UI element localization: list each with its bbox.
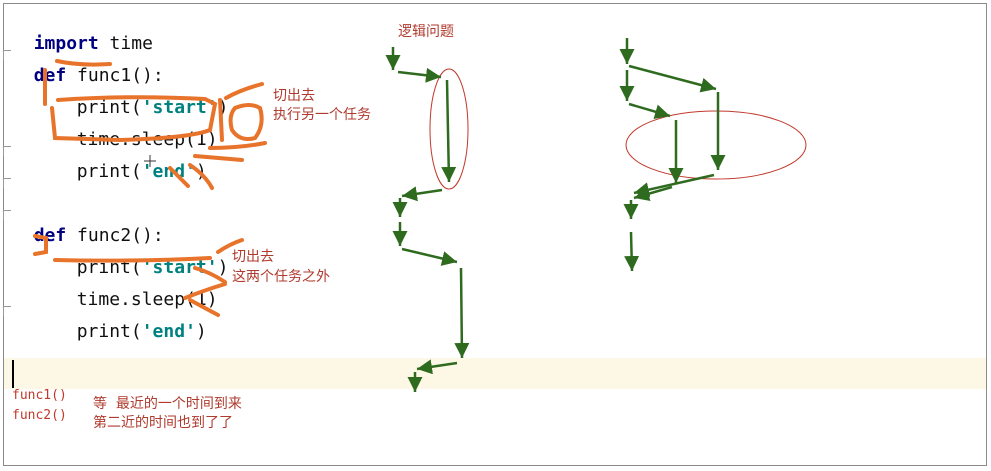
code-text: time.sleep(1) bbox=[76, 289, 218, 310]
code-text: ) bbox=[217, 97, 229, 118]
code-text: ) bbox=[217, 257, 229, 278]
code-line-def-func1[interactable]: def func1(): bbox=[12, 46, 164, 86]
flick-1 bbox=[224, 82, 264, 100]
string-literal: 'start' bbox=[141, 97, 218, 118]
code-line-func2-print-end[interactable]: print('end') bbox=[55, 302, 207, 342]
text-cursor bbox=[12, 360, 14, 388]
concurrent-flow-arrows bbox=[619, 38, 726, 272]
annotation-switch-out-2: 切出去 bbox=[232, 249, 274, 265]
flick-8 bbox=[183, 282, 227, 300]
code-line-import[interactable]: import time bbox=[12, 14, 153, 54]
annotation-logic-problem: 逻辑问题 bbox=[398, 24, 454, 40]
code-text: print( bbox=[76, 161, 142, 182]
string-literal: 'end' bbox=[141, 321, 196, 342]
flick-2 bbox=[208, 141, 267, 150]
keyword: def bbox=[33, 65, 67, 86]
sequential-flow-arrows bbox=[385, 47, 470, 392]
current-line-highlight bbox=[4, 358, 986, 389]
flick-4 bbox=[188, 163, 214, 190]
keyword: import bbox=[33, 33, 99, 54]
ellipse-sequential bbox=[429, 68, 469, 190]
fold-marker[interactable] bbox=[3, 306, 11, 316]
orange-marker-strokes bbox=[33, 59, 267, 317]
scribble-zero bbox=[228, 103, 264, 141]
fold-marker[interactable] bbox=[3, 146, 11, 156]
mouse-cursor-icon bbox=[144, 155, 156, 167]
flick-6 bbox=[216, 238, 244, 254]
underline-func1 bbox=[55, 59, 112, 67]
annotation-wait-nearest: 等 最近的一个时间到来 bbox=[93, 396, 242, 412]
code-text: print( bbox=[76, 321, 142, 342]
fold-marker[interactable] bbox=[3, 50, 11, 60]
code-text: func2(): bbox=[66, 225, 164, 246]
annotation-second-nearest: 第二近的时间也到了了 bbox=[93, 415, 233, 431]
scribble-1 bbox=[218, 98, 224, 142]
code-line-func2-sleep[interactable]: time.sleep(1) bbox=[55, 270, 218, 310]
call-func2: func2() bbox=[12, 408, 67, 423]
annotation-switch-out-1: 切出去 bbox=[273, 88, 315, 104]
keyword: def bbox=[33, 225, 67, 246]
annotation-outside-both-tasks: 这两个任务之外 bbox=[232, 269, 330, 285]
flick-7 bbox=[193, 266, 227, 284]
code-text: time bbox=[98, 33, 153, 54]
flick-3 bbox=[193, 154, 244, 162]
fold-marker[interactable] bbox=[3, 178, 11, 188]
code-line-def-func2[interactable]: def func2(): bbox=[12, 206, 164, 246]
string-literal: 'start' bbox=[141, 257, 218, 278]
code-text: ) bbox=[195, 321, 207, 342]
code-text: print( bbox=[76, 97, 142, 118]
string-literal: 'end' bbox=[141, 161, 196, 182]
code-line-func1-print-start[interactable]: print('start') bbox=[55, 78, 229, 118]
flick-5 bbox=[168, 166, 190, 188]
call-func1: func1() bbox=[12, 388, 67, 403]
annotation-run-other-task: 执行另一个任务 bbox=[273, 107, 371, 123]
code-text: func1(): bbox=[66, 65, 164, 86]
fold-marker[interactable] bbox=[3, 210, 11, 220]
box-sleep bbox=[50, 95, 218, 143]
ellipse-concurrent bbox=[625, 110, 807, 180]
underline-print-start bbox=[53, 256, 212, 263]
bracket-func2 bbox=[33, 234, 48, 256]
flick-9 bbox=[188, 298, 220, 317]
